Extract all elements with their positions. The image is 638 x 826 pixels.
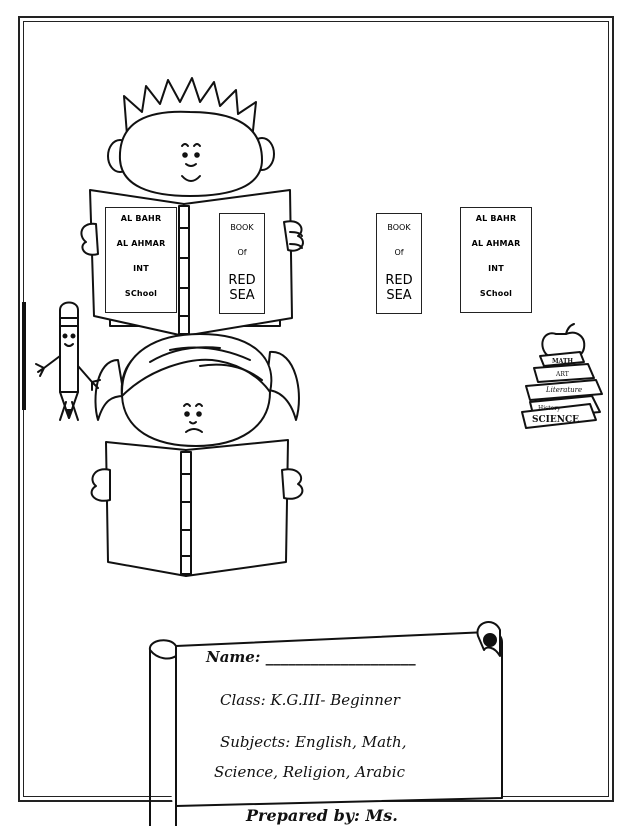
subjects-text-line2: Science, Religion, Arabic <box>214 763 405 781</box>
book-label-line4: SEA <box>229 288 255 303</box>
book-label-standalone-line4: SEA <box>386 288 412 303</box>
book-label-standalone-line2: Of <box>394 248 404 257</box>
book-label-standalone-line3: RED <box>385 273 413 288</box>
school-label-line2: AL AHMAR <box>116 239 166 248</box>
book-label-line2: Of <box>237 248 247 257</box>
book-label-standalone-line1: BOOK <box>387 223 411 232</box>
school-label-standalone-line1: AL BAHR <box>475 214 517 223</box>
student-name-field: Name: ____________________ <box>206 648 416 666</box>
book-label-box: BOOK Of RED SEA <box>219 213 265 314</box>
book-label-line3: RED <box>228 273 256 288</box>
school-label-standalone-line3: INT <box>488 264 504 273</box>
book-label-line1: BOOK <box>230 223 254 232</box>
prepared-by-text: Prepared by: Ms. <box>246 806 398 825</box>
girl-reading-illustration <box>90 333 304 577</box>
class-text: Class: K.G.III- Beginner <box>220 691 400 709</box>
stack-book-literature: Literature <box>545 386 582 394</box>
school-label-standalone-line2: AL AHMAR <box>471 239 521 248</box>
school-label-box-standalone: AL BAHR AL AHMAR INT SChool <box>460 207 532 313</box>
stack-book-history: History <box>538 405 561 412</box>
stack-book-math: MATH <box>552 358 573 365</box>
pencil-character-illustration <box>22 301 101 421</box>
school-label-line3: INT <box>133 264 149 273</box>
book-stack-apple-illustration <box>521 323 603 429</box>
subjects-text-line1: Subjects: English, Math, <box>220 733 407 751</box>
book-label-box-standalone: BOOK Of RED SEA <box>376 213 422 314</box>
scroll-banner-illustration <box>148 621 503 826</box>
school-label-standalone-line4: SChool <box>479 289 513 298</box>
school-label-box: AL BAHR AL AHMAR INT SChool <box>105 207 177 313</box>
school-label-line4: SChool <box>124 289 158 298</box>
stack-book-art: ART <box>555 371 569 378</box>
stack-book-science: SCIENCE <box>532 415 579 425</box>
school-label-line1: AL BAHR <box>120 214 162 223</box>
